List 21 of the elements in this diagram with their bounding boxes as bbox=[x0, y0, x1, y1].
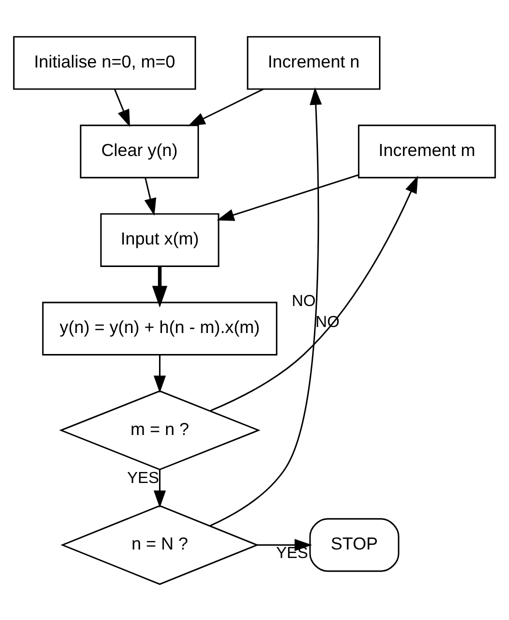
arrow bbox=[210, 175, 418, 411]
edge-label: YES bbox=[127, 470, 160, 487]
node-box: Initialise n=0, m=0 bbox=[13, 36, 196, 90]
arrow bbox=[209, 86, 322, 526]
node-box: Clear y(n) bbox=[80, 124, 199, 178]
node-box: y(n) = y(n) + h(n - m).x(m) bbox=[42, 301, 278, 356]
node-diamond: m = n ? bbox=[59, 390, 260, 470]
arrow bbox=[154, 469, 166, 508]
node-diamond: n = N ? bbox=[60, 504, 259, 584]
arrow bbox=[188, 88, 264, 126]
arrow bbox=[144, 177, 156, 216]
node-box: STOP bbox=[309, 518, 400, 572]
edge-label: NO bbox=[292, 292, 316, 310]
node-box: Input x(m) bbox=[100, 212, 220, 266]
node-box: Increment m bbox=[358, 124, 496, 178]
arrow bbox=[152, 266, 168, 308]
arrow bbox=[154, 354, 166, 393]
node-box: Increment n bbox=[246, 36, 380, 90]
arrow bbox=[114, 88, 130, 127]
arrow bbox=[216, 174, 358, 220]
arrow bbox=[257, 538, 312, 551]
